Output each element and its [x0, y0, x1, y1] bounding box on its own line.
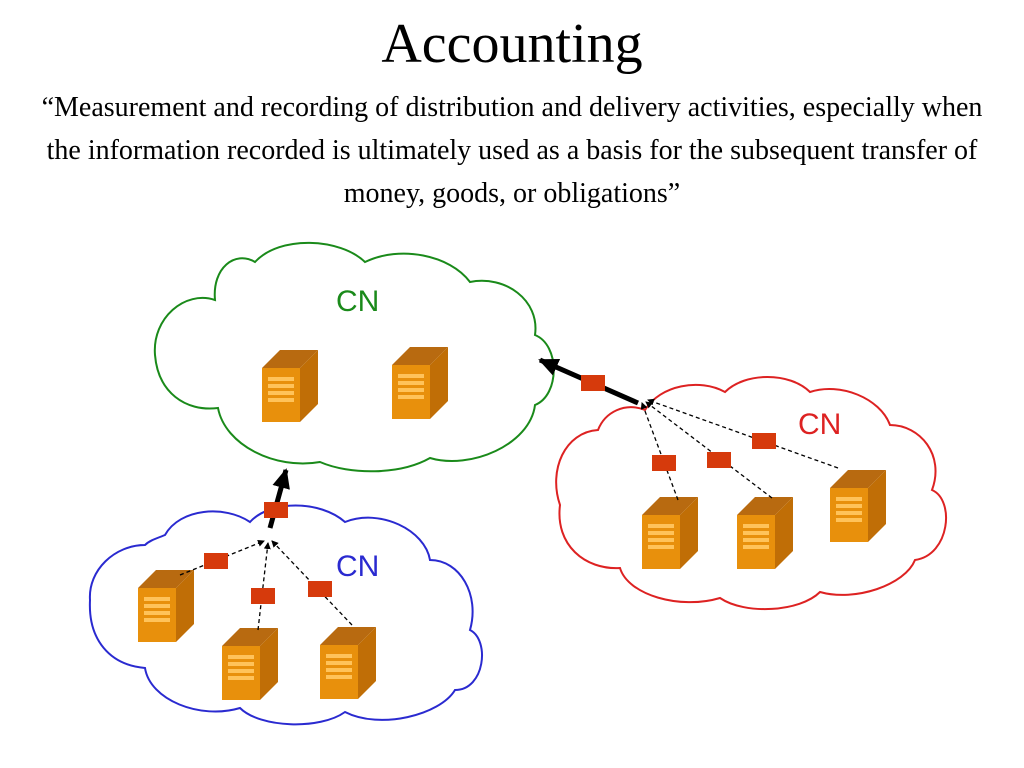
server-icon	[642, 497, 698, 569]
server-icon	[262, 350, 318, 422]
accounting-record-icon	[707, 452, 731, 468]
cloud-right-label: CN	[798, 408, 841, 441]
cloud-left: CN	[88, 504, 483, 726]
cloud-left-label: CN	[336, 550, 379, 583]
definition-quote: “Measurement and recording of distributi…	[41, 92, 983, 209]
accounting-record-icon	[204, 553, 228, 569]
cloud-top: CN	[153, 241, 555, 473]
server-icon	[138, 570, 194, 642]
cloud-right: CN	[555, 376, 947, 611]
dashed-arrows-right	[640, 398, 839, 501]
server-icon	[320, 627, 376, 699]
server-icon	[392, 347, 448, 419]
accounting-record-icon	[752, 433, 776, 449]
accounting-record-icon	[251, 588, 275, 604]
accounting-records	[204, 375, 776, 604]
cloud-top-label: CN	[336, 285, 379, 318]
accounting-record-icon	[581, 375, 605, 391]
slide-title: Accounting	[381, 13, 643, 75]
server-icon	[830, 470, 886, 542]
accounting-record-icon	[652, 455, 676, 471]
server-icon	[737, 497, 793, 569]
accounting-record-icon	[308, 581, 332, 597]
server-icon	[222, 628, 278, 700]
accounting-record-icon	[264, 502, 288, 518]
